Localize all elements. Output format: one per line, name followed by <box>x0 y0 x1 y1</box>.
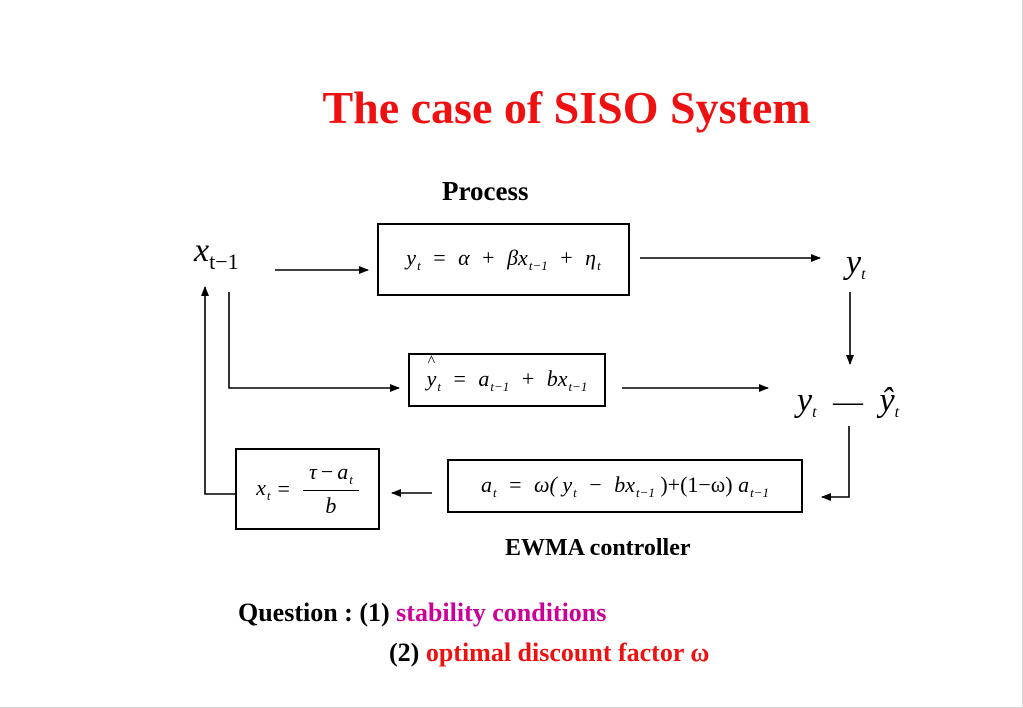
page-title: The case of SISO System <box>322 82 811 133</box>
ewma-equation: at = ω( yt − bxt−1 )+(1−ω) at−1 <box>480 471 770 500</box>
process-label: Process <box>442 176 529 206</box>
model-equation: yt = at−1 + bxt−1 <box>427 353 588 395</box>
process-equation: yt = α + βxt−1 + ηt <box>406 245 601 273</box>
arrow-input-to-model <box>228 292 400 392</box>
prediction-error: yt — ŷt <box>797 382 900 421</box>
process-equation-box: yt = α + βxt−1 + ηt <box>377 223 630 296</box>
input-variable: xt−1 <box>194 232 239 274</box>
ewma-equation-box: at = ω( yt − bxt−1 )+(1−ω) at−1 <box>447 459 803 513</box>
ewma-controller-label: EWMA controller <box>505 535 691 561</box>
control-law-fraction: τ−at b <box>302 459 359 519</box>
control-law-equation: xt = τ−at b <box>256 459 359 519</box>
question-stability: stability conditions <box>396 598 607 627</box>
model-equation-box: yt = at−1 + bxt−1 <box>408 353 606 407</box>
arrow-difference-to-ewma <box>821 426 850 501</box>
arrow-feedback-loop <box>201 286 235 495</box>
question-discount-factor: optimal discount factor ω <box>425 638 710 667</box>
output-variable: yt <box>846 244 866 283</box>
control-law-box: xt = τ−at b <box>235 448 380 530</box>
question-line-1: Question : (1) stability conditions <box>238 598 607 627</box>
question-line-2: (2) optimal discount factor ω <box>389 638 710 667</box>
